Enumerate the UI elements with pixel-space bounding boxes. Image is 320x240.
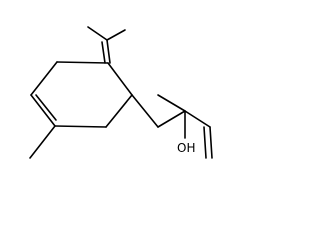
bond-quaternary-methyl	[157, 94, 186, 112]
bond-ring-to-ch2	[131, 94, 159, 128]
bond-ring-c3-c4	[30, 94, 56, 127]
hydroxyl-label: OH	[177, 141, 195, 155]
bond-ring-c1-c2	[56, 61, 109, 64]
bond-ring-c3-c4-double	[35, 94, 57, 121]
bond-vinyl-double-b	[203, 126, 207, 159]
bond-ring-methyl	[29, 125, 56, 159]
molecule-structure: OH	[29, 26, 213, 159]
bond-isopropylidene-left-methyl	[87, 26, 108, 41]
bond-exocyclic-double-a	[106, 39, 111, 64]
bond-ring-c2-c3	[30, 61, 58, 96]
bond-vinyl-double-a	[209, 126, 213, 159]
bond-ring-c5-c6	[105, 94, 133, 128]
bond-isopropylidene-right-methyl	[106, 29, 126, 41]
bond-exocyclic-double-b	[101, 41, 106, 64]
bond-ch2-to-quaternary	[157, 110, 186, 128]
bond-ring-c4-c5	[54, 125, 107, 128]
bond-ring-c6-c1	[107, 62, 133, 96]
bond-quaternary-to-vinyl	[184, 110, 211, 128]
